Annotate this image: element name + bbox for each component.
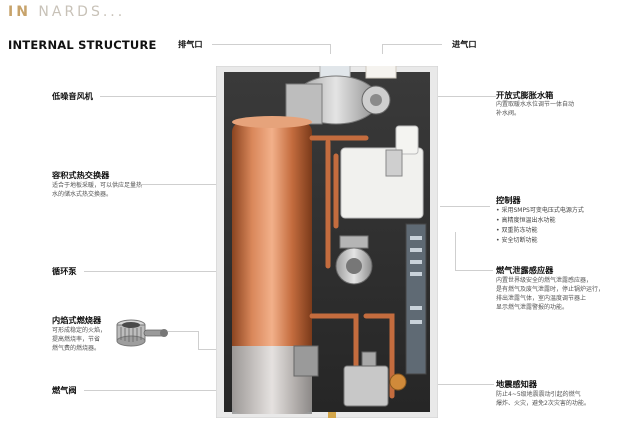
boiler-illustration (216, 66, 438, 418)
list-item: 安全切断功能 (496, 236, 584, 246)
brand-logo: IN NARDS... (8, 4, 126, 20)
pump-label: 循环泵 (52, 266, 77, 276)
leader-line (198, 331, 199, 349)
gas-valve-label: 燃气阀 (52, 385, 77, 395)
leader-line (382, 44, 442, 45)
quake-label: 地震感知器 (496, 379, 537, 389)
section-title: INTERNAL STRUCTURE (8, 38, 157, 52)
list-item: 双重防冻功能 (496, 226, 584, 236)
burner-desc: 可形成稳定的火焰， 提高燃烧率，节省 燃气费的燃烧器。 (52, 327, 107, 352)
list-item: 采用SMPS可变电压式电源方式 (496, 206, 583, 216)
heat-exchanger-desc: 适合于地板采暖，可以供应足量热 水的储水式热交换器。 (52, 182, 143, 198)
leader-line (455, 270, 493, 271)
list-item: 高精度恒温出水功能 (496, 216, 584, 226)
leader-line (420, 384, 494, 385)
heat-exchanger-label: 容积式热交换器 (52, 170, 110, 180)
intake-label: 进气口 (452, 39, 477, 49)
leader-line (382, 44, 383, 54)
leader-line (455, 232, 456, 270)
leader-line (212, 44, 330, 45)
leader-line (84, 390, 334, 391)
burner-label: 内焰式燃烧器 (52, 315, 102, 325)
leader-line (418, 96, 496, 97)
fan-label: 低噪音风机 (52, 91, 93, 101)
controller-label: 控制器 (496, 195, 521, 205)
leader-line (140, 184, 250, 185)
quake-desc: 防止4~5级地震震动引起的燃气 爆炸、火灾，避免2次灾害的功能。 (496, 391, 590, 407)
controller-list: 采用SMPS可变电压式电源方式 高精度恒温出水功能 双重防冻功能 安全切断功能 (496, 206, 584, 246)
exhaust-label: 排气口 (178, 39, 203, 49)
leader-line (100, 96, 305, 97)
tank-label: 开放式膨胀水箱 (496, 90, 554, 100)
leader-line (440, 206, 490, 207)
leader-line (330, 44, 331, 54)
gas-sensor-desc: 内置世界级安全的燃气泄露感应器， 是有燃气及废气泄露时，停止锅炉运行， 排出泄露… (496, 277, 605, 311)
leader-line (84, 271, 340, 272)
leader-line (168, 331, 198, 332)
gas-sensor-label: 燃气泄露感应器 (496, 265, 554, 275)
burner-icon (116, 319, 168, 347)
tank-desc: 内置取暖水水位调节一体自动 补水阀。 (496, 101, 575, 117)
